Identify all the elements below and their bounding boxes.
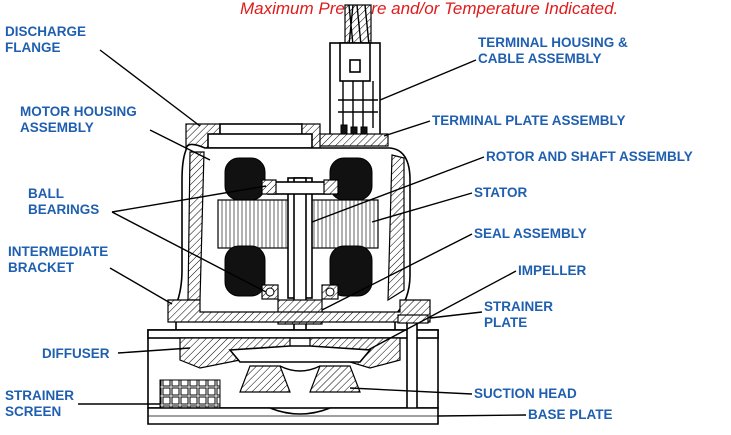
cable [344,4,372,46]
leader-ball-bearings-b [111,211,267,293]
leader-strainer-plate [429,311,483,319]
label-strainer-screen: STRAINER [5,388,74,403]
strainer-screen [159,379,221,409]
label-motor-housing: MOTOR HOUSING [20,104,137,119]
suction-head [239,365,291,393]
winding-left-top [224,157,266,201]
rotor-shaft [267,177,331,363]
label-discharge-flange: DISCHARGE [5,24,86,39]
leader-suction-head [349,387,473,395]
leader-base-plate [437,414,527,417]
leader-stator [371,192,473,223]
label-diffuser: DIFFUSER [42,346,110,361]
label-impeller: IMPELLER [518,263,587,278]
leader-discharge-flange [99,49,201,127]
label-discharge-flange-2: FLANGE [5,40,61,55]
label-stator: STATOR [474,185,527,200]
leader-lines [78,49,527,417]
ball-bearings [261,179,339,300]
leader-terminal-housing [379,59,477,101]
label-strainer-plate: STRAINER [484,299,553,314]
callouts-right: TERMINAL HOUSING & CABLE ASSEMBLY TERMIN… [432,35,693,422]
banner-text: Maximum Pressure and/or Temperature Indi… [240,0,618,18]
label-intermediate-bracket: INTERMEDIATE [8,244,108,259]
label-terminal-housing: TERMINAL HOUSING & [478,35,628,50]
label-terminal-plate: TERMINAL PLATE ASSEMBLY [432,113,626,128]
leader-terminal-plate [383,120,431,137]
label-ball-bearings-2: BEARINGS [28,202,99,217]
terminal-housing [329,42,381,139]
label-suction-head: SUCTION HEAD [474,386,577,401]
label-rotor-shaft: ROTOR AND SHAFT ASSEMBLY [486,149,693,164]
label-seal-assembly: SEAL ASSEMBLY [474,226,587,241]
label-intermediate-bracket-2: BRACKET [8,260,75,275]
callouts-left: DISCHARGE FLANGE MOTOR HOUSING ASSEMBLY … [5,24,137,419]
leader-diffuser [117,347,191,354]
label-motor-housing-2: ASSEMBLY [20,120,94,135]
label-ball-bearings: BALL [28,186,64,201]
discharge-flange [185,123,321,149]
terminal-plate [317,133,389,147]
label-base-plate: BASE PLATE [528,407,613,422]
intermediate-bracket [167,299,431,323]
leader-intermediate-bracket [109,267,173,305]
impeller [228,345,372,363]
label-strainer-plate-2: PLATE [484,315,527,330]
leader-rotor-shaft [311,156,485,223]
leader-seal-assembly [321,233,473,311]
leader-ball-bearings-a [111,185,267,213]
leader-impeller [367,270,517,351]
pump-drawing [147,4,439,425]
label-terminal-housing-2: CABLE ASSEMBLY [478,51,602,66]
leader-motor-housing [149,129,211,161]
strainer-plate [406,317,418,419]
label-strainer-screen-2: SCREEN [5,404,61,419]
